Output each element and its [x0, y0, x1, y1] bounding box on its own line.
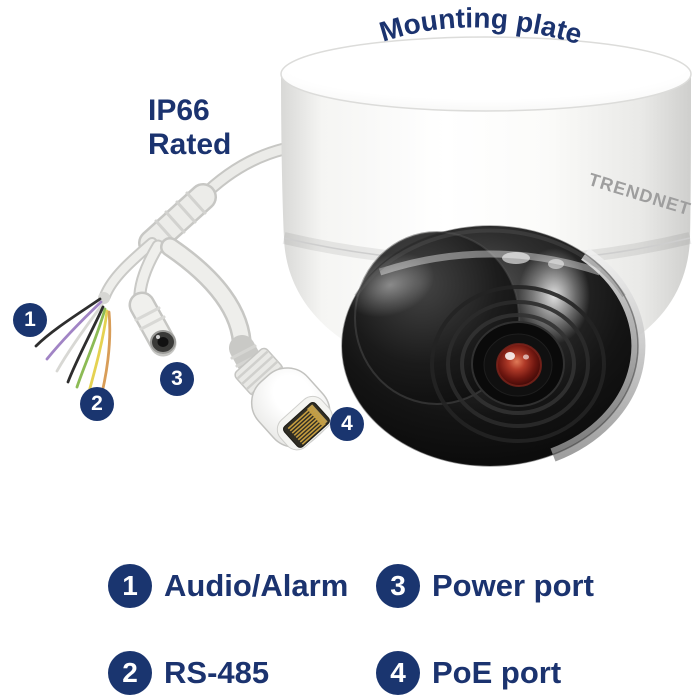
wire-green: [75, 307, 107, 389]
legend-item-poe-port: 4 PoE port: [376, 651, 561, 695]
callout-marker-1: 1: [13, 303, 47, 337]
legend-item-audio-alarm: 1 Audio/Alarm: [108, 564, 348, 608]
mounting-plate-top: [280, 36, 692, 112]
legend-item-power-port: 3 Power port: [376, 564, 594, 608]
legend-label-power-port: Power port: [432, 568, 594, 603]
wire-purple: [45, 300, 103, 361]
camera-lens: [430, 285, 606, 443]
rj45-gold-pins: [287, 407, 326, 445]
callout-marker-4: 4: [330, 407, 364, 441]
legend-label-rs485: RS-485: [164, 655, 270, 690]
ip-rating-line2: Rated: [148, 128, 232, 161]
legend-label-audio-alarm: Audio/Alarm: [164, 568, 349, 603]
legend-badge-3: 3: [376, 564, 420, 608]
poe-collar: [234, 347, 284, 396]
wire-black-2: [66, 305, 105, 384]
wire-black-1: [34, 297, 102, 348]
dome-silver-rim: [550, 248, 646, 462]
wire-gray: [55, 303, 104, 373]
poe-connector-head: [250, 367, 333, 451]
legend-label-poe-port: PoE port: [432, 655, 562, 690]
ip-rating-label: IP66 Rated: [148, 94, 231, 162]
callout-marker-2: 2: [80, 387, 114, 421]
camera-dome: [341, 225, 646, 467]
ip-rating-line1: IP66: [148, 94, 210, 127]
legend-badge-2: 2: [108, 651, 152, 695]
legend-item-rs485: 2 RS-485: [108, 651, 269, 695]
legend-badge-1: 1: [108, 564, 152, 608]
callout-marker-3: 3: [160, 362, 194, 396]
cable-harness: [34, 142, 291, 403]
bare-wires: [34, 297, 112, 403]
legend-badge-4: 4: [376, 651, 420, 695]
